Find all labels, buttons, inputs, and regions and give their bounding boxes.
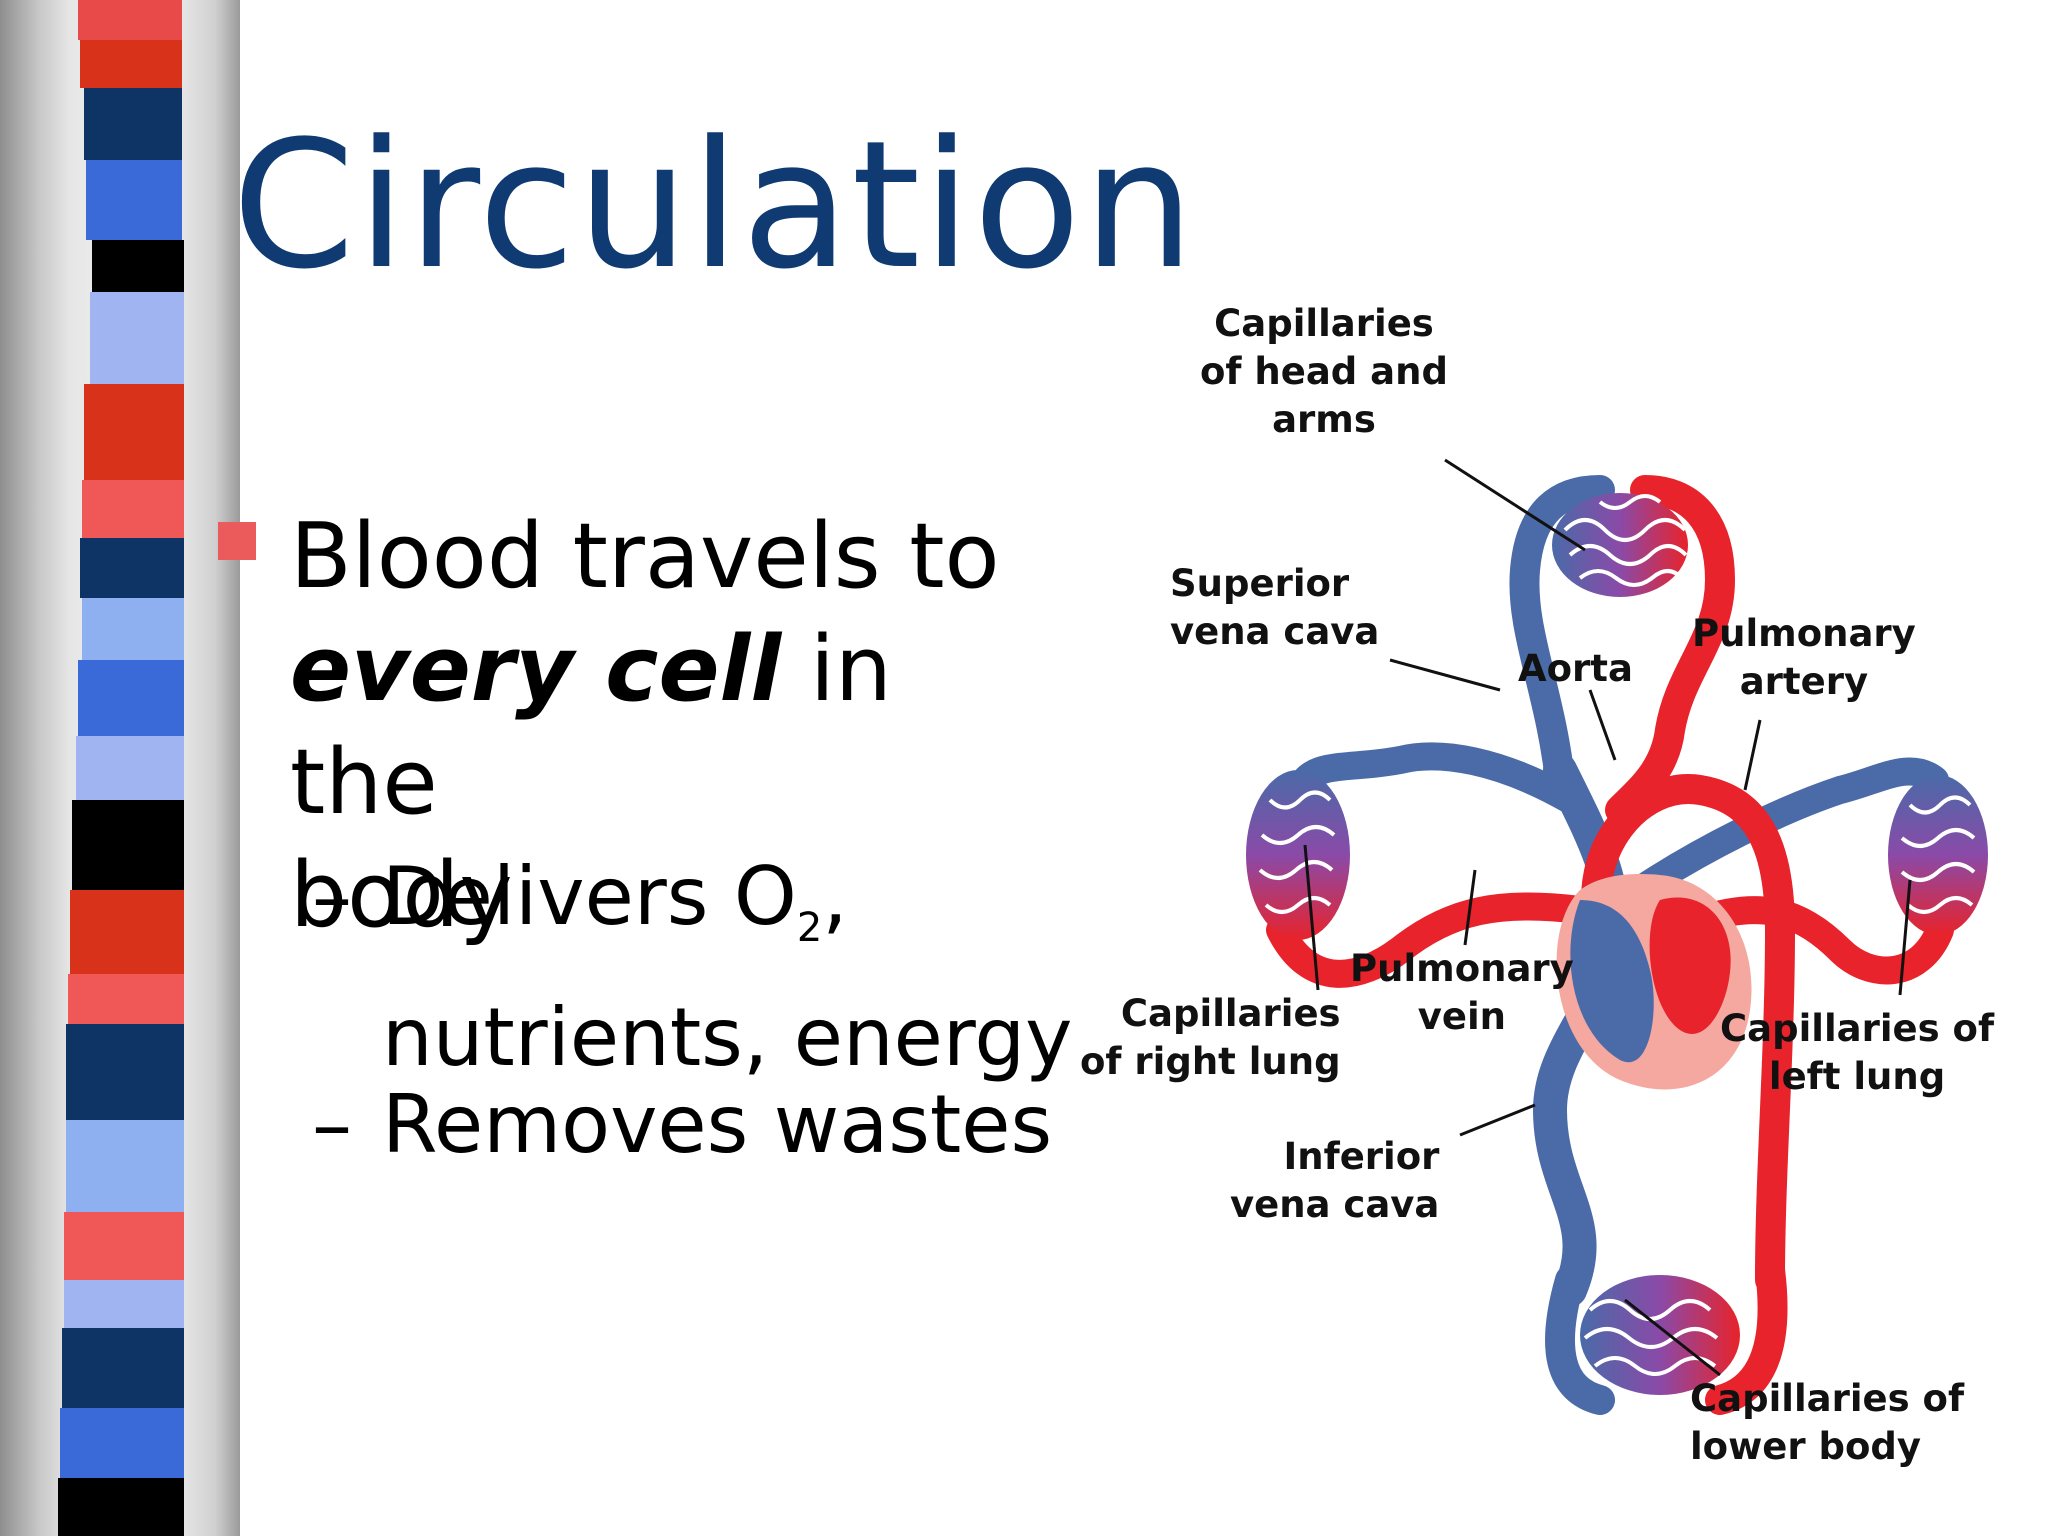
stripe: [80, 40, 182, 88]
bullet-line3: body: [290, 843, 513, 948]
subpoint-removes: –Removes wastes: [312, 1070, 1052, 1180]
subscript: 2: [796, 905, 823, 951]
bullet-emphasis: every cell: [290, 617, 782, 722]
aorta: [1581, 774, 1796, 1295]
stripe: [66, 1024, 184, 1120]
label-pulmonary-vein: Pulmonary vein: [1350, 947, 1574, 1038]
dash-marker: –: [312, 850, 352, 943]
leader-inferior: [1459, 1103, 1536, 1137]
stripe: [90, 292, 184, 384]
right-lung-capillary-net: [1258, 790, 1336, 914]
bullet-line2: in the: [290, 617, 892, 835]
leader-lines: [1303, 458, 1912, 1377]
heart-right-side: [1570, 900, 1654, 1063]
label-capillaries-head-arms: Capillaries of head and arms: [1200, 302, 1448, 441]
leader-superior: [1389, 658, 1501, 692]
stripe: [64, 1212, 184, 1280]
stripe: [84, 88, 182, 160]
leader-pulm-artery: [1743, 719, 1762, 791]
label-capillaries-left-lung: Capillaries of left lung: [1720, 1007, 1995, 1098]
circulation-illustration: [1246, 458, 1988, 1415]
subpoint-continuation: nutrients, energy: [382, 991, 1073, 1084]
label-inferior-vena-cava: Inferior vena cava: [1230, 1135, 1440, 1226]
right-lung-artery-in: [1266, 892, 1594, 988]
stripe: [58, 1478, 184, 1536]
right-lung-capillary-bed: [1246, 770, 1350, 940]
leader-pulm-vein: [1463, 869, 1477, 946]
stripe: [86, 160, 182, 240]
stripe: [64, 1280, 184, 1328]
stripe: [80, 538, 184, 598]
leader-lower: [1624, 1298, 1721, 1377]
head-loop-vein: [1509, 475, 1615, 795]
stripe: [78, 0, 182, 40]
stripe: [82, 598, 184, 660]
subpoint-suffix: ,: [822, 850, 848, 943]
head-capillary-net: [1563, 494, 1688, 587]
leader-aorta: [1588, 689, 1617, 761]
side-stripes: [58, 0, 184, 1536]
left-lung-vein-in: [1686, 896, 1954, 985]
lower-loop-vein: [1545, 1265, 1615, 1415]
subpoint-text: Removes wastes: [382, 1078, 1053, 1171]
stripe: [84, 384, 184, 480]
stripe: [68, 974, 184, 1024]
stripe: [70, 890, 184, 974]
heart-left-side: [1649, 897, 1731, 1034]
stripe: [60, 1408, 184, 1478]
bullet-marker: [218, 522, 256, 560]
stripe: [66, 1120, 184, 1212]
left-lung-capillary-net: [1900, 795, 1976, 914]
label-capillaries-lower-body: Capillaries of lower body: [1690, 1377, 1965, 1468]
bullet-line1: Blood travels to: [290, 504, 1000, 609]
right-lung-vein-out: [1286, 742, 1584, 814]
slide-title: Circulation: [232, 103, 1197, 308]
left-lung-capillary-bed: [1888, 775, 1988, 935]
label-aorta: Aorta: [1518, 647, 1633, 690]
stripe: [76, 736, 184, 800]
leader-right-lung: [1303, 844, 1320, 991]
leader-head: [1444, 458, 1586, 552]
pulmonary-artery-out: [1626, 757, 1949, 904]
stripe: [62, 1328, 184, 1408]
label-superior-vena-cava: Superior vena cava: [1170, 562, 1380, 653]
label-pulmonary-artery: Pulmonary artery: [1692, 612, 1916, 703]
stripe: [78, 660, 184, 736]
dash-marker: –: [312, 1078, 352, 1171]
head-loop-artery: [1605, 475, 1736, 825]
stripe: [72, 800, 184, 890]
leader-left-lung: [1898, 879, 1912, 996]
label-capillaries-right-lung: Capillaries of right lung: [1080, 992, 1341, 1083]
stripe: [92, 240, 184, 292]
subpoint-text: Delivers O: [382, 850, 797, 943]
circulation-diagram: Capillaries of head and arms Superior ve…: [1080, 290, 2040, 1530]
subpoint-delivers: –Delivers O2, nutrients, energy: [312, 842, 1072, 1093]
stripe: [82, 480, 184, 538]
lower-loop-artery: [1705, 1255, 1788, 1415]
